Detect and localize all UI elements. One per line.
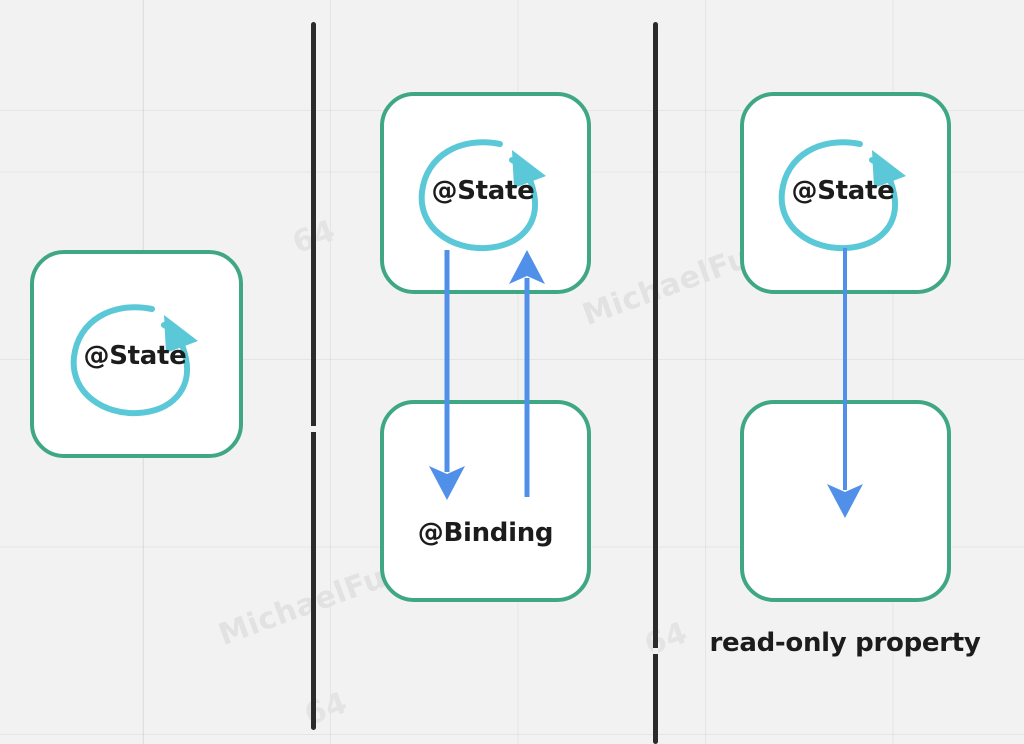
readonly-caption: read-only property [709, 628, 981, 658]
watermark-number-right: 64 [640, 615, 693, 663]
circular-arrow-icon [418, 139, 546, 252]
circular-arrow-icon [778, 139, 906, 252]
watermark-number-lower: 64 [300, 685, 353, 733]
card-right-readonly[interactable] [740, 400, 951, 602]
circular-arrow-icon [70, 304, 198, 417]
state-label: @State [791, 176, 895, 206]
state-badge-middle: @State [408, 120, 558, 265]
column-divider-right [653, 22, 658, 744]
state-badge-right: @State [768, 120, 918, 265]
state-label: @State [431, 176, 535, 206]
card-left-state[interactable] [30, 250, 243, 458]
binding-label: @Binding [417, 518, 554, 548]
column-divider-left [311, 22, 316, 730]
state-label: @State [83, 341, 187, 371]
card-middle-binding[interactable] [380, 400, 591, 602]
state-badge-left: @State [60, 285, 210, 430]
card-middle-state[interactable] [380, 92, 591, 294]
